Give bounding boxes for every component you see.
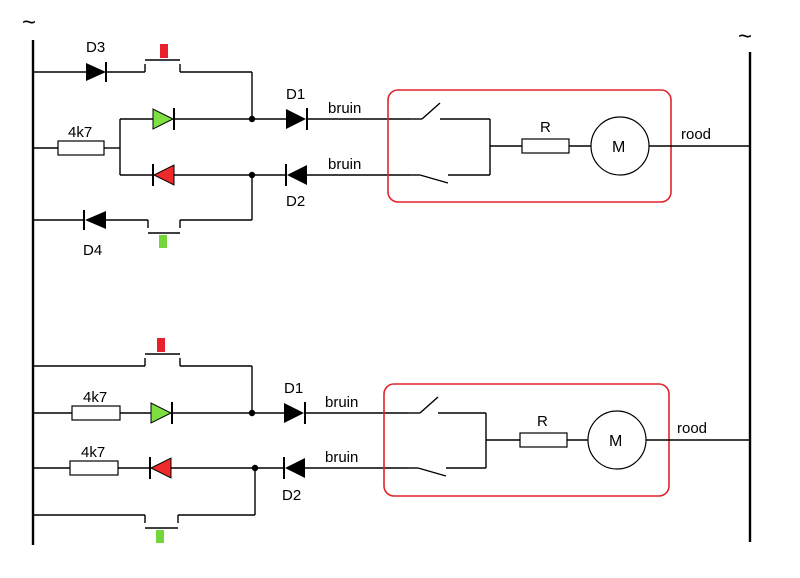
right-ac-symbol: ~ — [738, 23, 752, 50]
green-led-top — [152, 108, 175, 130]
label-d2-bottom: D2 — [282, 487, 301, 504]
junction — [248, 115, 256, 123]
label-r-top: R — [540, 119, 551, 136]
green-led-bottom — [150, 402, 173, 424]
wire-label-bruin-lower-bottom: bruin — [325, 449, 358, 466]
bottom-circuit: 4k7 4k7 — [33, 338, 750, 543]
diode-d3 — [86, 62, 107, 82]
label-d1-bottom: D1 — [284, 380, 303, 397]
resistor-r-top — [521, 138, 570, 154]
limit-switch-lower-bottom — [408, 467, 486, 477]
label-resistor-bottom-lower: 4k7 — [81, 444, 105, 461]
resistor-4k7-top — [57, 140, 105, 156]
wire-label-rood-bottom: rood — [677, 420, 707, 437]
green-push-button-bottom[interactable] — [144, 515, 179, 543]
left-ac-symbol: ~ — [22, 9, 36, 36]
diode-d1-bottom — [284, 402, 306, 424]
label-d1-top: D1 — [286, 86, 305, 103]
limit-switch-upper-bottom — [408, 396, 486, 414]
label-motor-bottom: M — [609, 433, 622, 450]
diode-d1-top — [286, 108, 308, 130]
red-push-button-top[interactable] — [144, 44, 181, 72]
resistor-r-bottom — [519, 432, 568, 448]
label-motor-top: M — [612, 139, 625, 156]
diode-d4 — [83, 210, 106, 230]
red-push-button-bottom[interactable] — [144, 338, 181, 366]
red-led-bottom — [149, 457, 172, 479]
label-resistor-top: 4k7 — [68, 124, 92, 141]
limit-switch-lower-top — [410, 174, 490, 184]
wire-label-bruin-upper: bruin — [328, 100, 361, 117]
label-d3: D3 — [86, 39, 105, 56]
label-r-bottom: R — [537, 413, 548, 430]
wire-label-rood-top: rood — [681, 126, 711, 143]
top-circuit: D3 4k7 — [33, 39, 750, 259]
green-push-button-top[interactable] — [147, 220, 181, 248]
diode-d2-bottom — [283, 457, 305, 479]
resistor-4k7-bottom-lower — [69, 460, 119, 476]
label-resistor-bottom-upper: 4k7 — [83, 389, 107, 406]
junction — [248, 409, 256, 417]
red-led-top — [152, 164, 175, 186]
limit-switch-upper-top — [410, 102, 490, 120]
wire-label-bruin-upper-bottom: bruin — [325, 394, 358, 411]
resistor-4k7-bottom-upper — [71, 405, 121, 421]
diode-d2-top — [285, 164, 307, 186]
label-d4: D4 — [83, 242, 102, 259]
wire-label-bruin-lower: bruin — [328, 156, 361, 173]
label-d2-top: D2 — [286, 193, 305, 210]
